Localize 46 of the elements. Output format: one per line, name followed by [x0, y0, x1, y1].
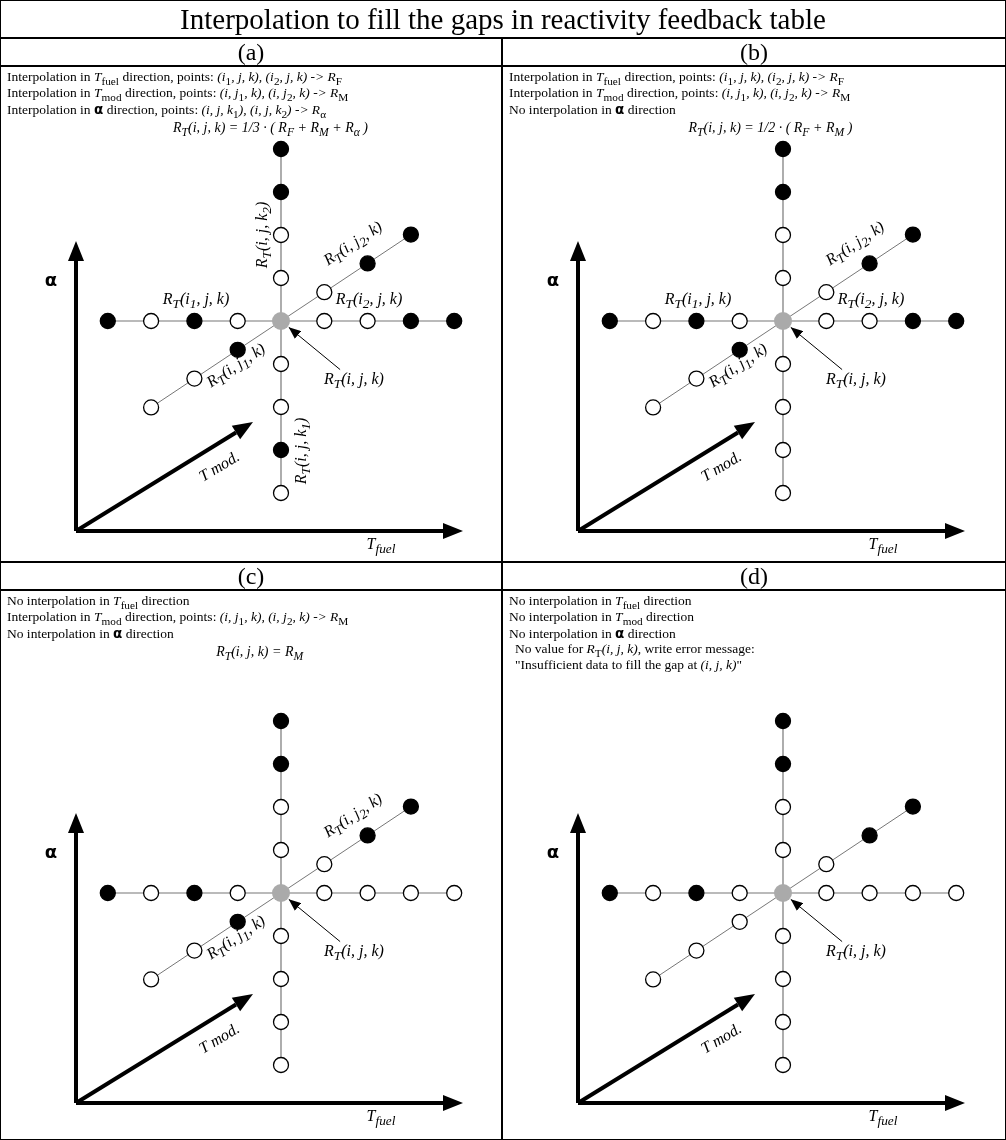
panel	[502, 38, 1006, 562]
axis-label: T$_{fuel}$	[868, 534, 898, 558]
panel-heading: (b)	[740, 39, 768, 65]
panel	[502, 562, 1006, 1140]
grid-point	[272, 312, 290, 330]
panel-heading: (a)	[237, 39, 265, 65]
axis-label: α	[546, 270, 560, 288]
formula: R$_{T}$(i, j, k) = R$_{M}$	[216, 644, 304, 665]
axis-label: T mod.	[697, 447, 745, 485]
description-line: Interpolation in T$_{fuel}$ direction, points: (i$_{1}$, j, k), (i$_{2}$, j, k) -> R$_{F}$	[7, 69, 343, 88]
axis-label: T mod.	[195, 1019, 243, 1057]
formula: R$_{T}$(i, j, k) = 1/2 · ( R$_{F}$ + R$_{M}$ )	[688, 120, 853, 141]
axis-label: T$_{fuel}$	[366, 534, 396, 558]
panel-heading: (c)	[237, 563, 265, 589]
point-label: R$_{T}$(i$_{2}$, j, k)	[837, 289, 905, 313]
point-label: R$_{T}$(i$_{2}$, j, k)	[335, 289, 403, 313]
axis-label: T$_{fuel}$	[366, 1106, 396, 1130]
point-label: R$_{T}$(i$_{1}$, j, k)	[162, 289, 230, 313]
grid-point	[774, 884, 792, 902]
grid-point	[272, 884, 290, 902]
point-label: R$_{T}$(i, j, k)	[826, 369, 886, 393]
leader-arrow	[288, 898, 341, 943]
panel	[0, 562, 502, 1140]
leader-arrow	[790, 326, 843, 371]
formula: R$_{T}$(i, j, k) = 1/3 · ( R$_{F}$ + R$_{M}$ + R$_{α}$ )	[173, 120, 369, 141]
axis-label: α	[44, 270, 58, 288]
leader-arrow	[790, 898, 843, 943]
axis-label: T mod.	[697, 1019, 745, 1057]
point-label: R$_{T}$(i, j, k)	[826, 941, 886, 965]
description-line: No interpolation in T$_{fuel}$ direction	[7, 593, 190, 612]
axis-label: T$_{fuel}$	[868, 1106, 898, 1130]
description-line: Interpolation in T$_{fuel}$ direction, points: (i$_{1}$, j, k), (i$_{2}$, j, k) -> R$_{F}$	[509, 69, 845, 88]
description-line: "Insufficient data to fill the gap at (i, j, k)"	[515, 657, 743, 673]
panel	[0, 38, 502, 562]
leader-arrow	[288, 326, 341, 371]
point-label: R$_{T}$(i$_{1}$, j, k)	[664, 289, 732, 313]
panel-heading: (d)	[740, 563, 768, 589]
grid-point	[774, 312, 792, 330]
description-line: No interpolation in T$_{fuel}$ direction	[509, 593, 692, 612]
axis-label: T mod.	[195, 447, 243, 485]
title: Interpolation to fill the gaps in reactivity feedback table	[180, 3, 826, 35]
axis-label: α	[44, 842, 58, 860]
point-label: R$_{T}$(i, j, k)	[324, 369, 384, 393]
description-line: No value for R$_{T}$(i, j, k), write error message:	[515, 641, 755, 660]
point-label: R$_{T}$(i, j, k)	[324, 941, 384, 965]
axis-label: α	[546, 842, 560, 860]
